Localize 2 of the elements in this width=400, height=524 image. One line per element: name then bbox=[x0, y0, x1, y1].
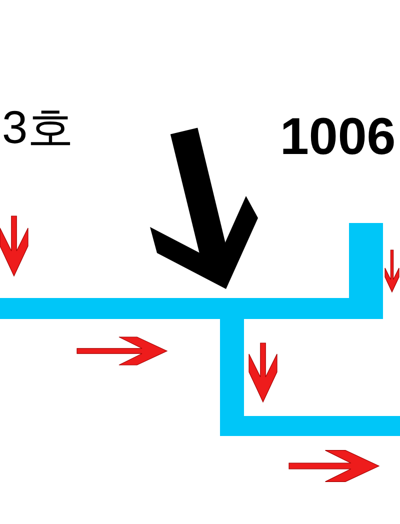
unit-number: 1006 bbox=[280, 111, 396, 163]
unit-number: 3호 bbox=[2, 104, 74, 150]
